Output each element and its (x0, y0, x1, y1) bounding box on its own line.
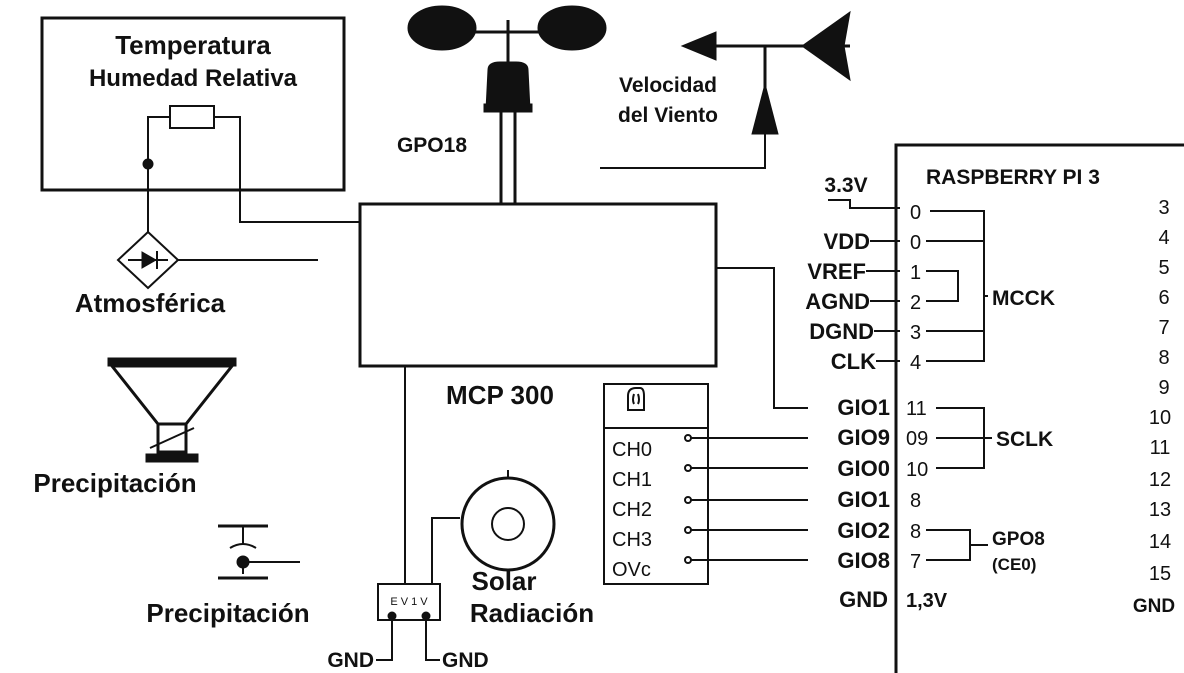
funnel-icon (108, 364, 236, 426)
rain-label-2: Precipitación (146, 598, 309, 628)
temperature-humidity-sensor: Temperatura Humedad Relativa (40, 16, 360, 232)
right-pin-13: 13 (1149, 499, 1171, 521)
mcp-label: MCP 300 (446, 380, 554, 410)
anemometer-body-icon (485, 61, 531, 111)
right-pin-4: 4 (1158, 227, 1169, 249)
anemometer-cup-left-icon (407, 5, 477, 51)
signal-vdd: VDD (824, 229, 870, 254)
vane-arrow-icon (680, 31, 717, 61)
inner-pin-3: 3 (910, 322, 921, 344)
group-sclk: SCLK (996, 428, 1053, 451)
channel-ovc: OVc (612, 559, 651, 581)
signal-dgnd: DGND (809, 319, 874, 344)
supply-label: 3.3V (824, 174, 867, 197)
channel-module: CH0 CH1 CH2 CH3 OVc (603, 383, 808, 585)
right-pin-8: 8 (1158, 347, 1169, 369)
mcp-block: MCP 300 (358, 202, 718, 572)
signal-gio0: GIO0 (837, 456, 890, 481)
pressure-sensor: Atmosférica (75, 230, 318, 318)
anemometer-cup-right-icon (537, 5, 607, 51)
signal-gio1-a: GIO1 (837, 395, 890, 420)
right-pin-gnd: GND (1133, 596, 1175, 617)
channel-ch3: CH3 (612, 529, 652, 551)
signal-gio9: GIO9 (837, 425, 890, 450)
channel-ch2: CH2 (612, 499, 652, 521)
inner-pin-8b: 8 (910, 521, 921, 543)
inner-pin-2: 2 (910, 292, 921, 314)
inner-pin-0a: 0 (910, 202, 921, 224)
right-pin-15: 15 (1149, 563, 1171, 585)
wind-label-2: del Viento (618, 104, 718, 127)
right-pin-6: 6 (1158, 287, 1169, 309)
group-mcck: MCCK (992, 287, 1055, 310)
right-pin-11: 11 (1150, 437, 1171, 459)
rain-switch-sensor: Precipitación (146, 524, 310, 628)
anemometer: GPO18 (397, 5, 607, 204)
signal-gio1-b: GIO1 (837, 487, 890, 512)
signal-clk: CLK (831, 349, 876, 374)
inner-pin-0b: 0 (910, 232, 921, 254)
pressure-label: Atmosférica (75, 288, 226, 318)
inner-pin-09: 09 (906, 428, 928, 450)
regulator-text: E V 1 V (390, 596, 428, 608)
right-pin-14: 14 (1149, 531, 1171, 553)
gnd-right-label: GND (442, 649, 489, 672)
gnd-left-label: GND (327, 649, 374, 672)
inner-pin-4: 4 (910, 352, 921, 374)
rain-label-1: Precipitación (33, 468, 196, 498)
signal-agnd: AGND (805, 289, 870, 314)
channel-ch0: CH0 (612, 439, 652, 461)
inner-pin-11: 11 (906, 398, 927, 420)
solar-label-2: Radiación (470, 598, 594, 628)
solar-sensor-icon (460, 476, 556, 572)
inner-pin-8a: 8 (910, 490, 921, 512)
group-ce0: (CE0) (992, 555, 1036, 574)
raspberry-title: RASPBERRY PI 3 (926, 166, 1100, 189)
rain-gauge: Precipitación (33, 357, 237, 498)
humidity-subtitle: Humedad Relativa (89, 65, 298, 92)
inner-pin-1: 1 (910, 262, 921, 284)
temperature-title: Temperatura (115, 30, 271, 60)
inner-pin-7: 7 (910, 551, 921, 573)
right-pin-7: 7 (1158, 317, 1169, 339)
solar-label-1: Solar (471, 566, 536, 596)
right-pin-10: 10 (1149, 407, 1171, 429)
vane-tail-icon (801, 10, 851, 82)
raspberry-pi: RASPBERRY PI 3 3.3V VDD VREF AGND DGND C… (805, 143, 1184, 673)
wind-vane: Velocidad del Viento (600, 10, 851, 169)
group-gpo8: GPO8 (992, 529, 1045, 550)
right-pin-5: 5 (1158, 257, 1169, 279)
signal-gnd: GND (839, 587, 888, 612)
resistor-icon (169, 105, 215, 129)
inner-pin-13v: 1,3V (906, 590, 948, 612)
right-pin-3: 3 (1158, 197, 1169, 219)
right-pin-9: 9 (1158, 377, 1169, 399)
solar-sensor: Solar Radiación (460, 470, 594, 628)
channel-ch1: CH1 (612, 469, 652, 491)
signal-gio8: GIO8 (837, 548, 890, 573)
right-pin-12: 12 (1149, 469, 1171, 491)
wind-label-1: Velocidad (619, 74, 717, 97)
diode-bridge-icon (116, 230, 180, 290)
signal-gio2: GIO2 (837, 518, 890, 543)
signal-vref: VREF (807, 259, 866, 284)
anemometer-pin-label: GPO18 (397, 134, 467, 157)
inner-pin-10: 10 (906, 459, 928, 481)
regulator: E V 1 V GND GND (327, 517, 489, 672)
sensor-head-icon (627, 387, 645, 411)
